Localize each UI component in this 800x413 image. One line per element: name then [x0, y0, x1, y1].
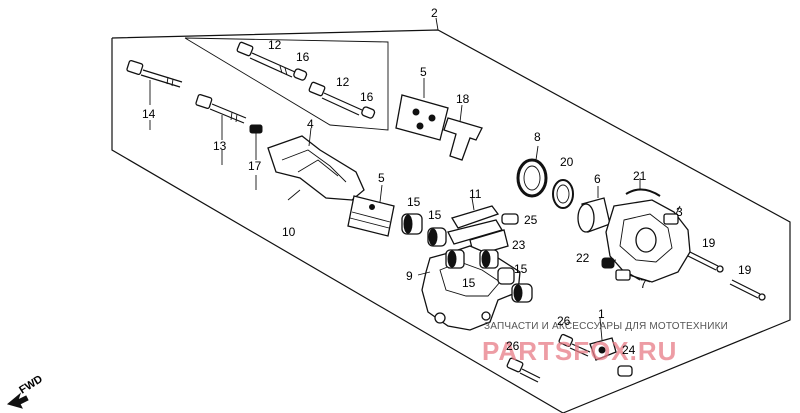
callout-19-upper: 19 [702, 236, 716, 250]
callout-23: 23 [512, 238, 526, 252]
callout-26-lower: 26 [506, 339, 520, 353]
callout-numbers: 2 12 16 12 16 14 13 17 4 10 5 18 5 15 15… [142, 6, 752, 357]
shim-11 [447, 197, 503, 245]
callout-16-upper: 16 [296, 50, 310, 64]
callout-4: 4 [307, 117, 314, 131]
callout-17: 17 [248, 159, 262, 173]
bolt-26-lower [506, 357, 541, 383]
fwd-label: FWD [17, 373, 45, 396]
pad-5-upper [395, 78, 449, 141]
callout-12-lower: 12 [336, 75, 350, 89]
bolt-26-upper [558, 333, 591, 357]
pin-19-upper [687, 251, 724, 273]
shim-18 [443, 104, 483, 161]
watermark-brand: PARTSFOX.RU [482, 336, 677, 366]
callout-5-lower: 5 [378, 171, 385, 185]
bolt-12-lower [308, 81, 363, 116]
callout-12-upper: 12 [268, 38, 282, 52]
callout-11: 11 [469, 187, 482, 201]
piston-seal-8 [516, 145, 548, 198]
callout-10: 10 [282, 225, 296, 239]
callout-22: 22 [576, 251, 590, 265]
callout-13: 13 [213, 139, 227, 153]
fwd-indicator: FWD [6, 373, 45, 409]
callout-9: 9 [406, 269, 413, 283]
callout-21: 21 [633, 169, 647, 183]
assembly-outline [111, 17, 791, 413]
callout-2: 2 [431, 6, 438, 20]
callout-19-lower: 19 [738, 263, 752, 277]
callout-15-d: 15 [514, 262, 528, 276]
piston-6 [577, 186, 611, 233]
pin-25 [501, 213, 519, 225]
callout-3: 3 [676, 205, 683, 219]
boot-15-b [427, 227, 447, 247]
leader-lines [149, 120, 651, 283]
callout-8: 8 [534, 130, 541, 144]
pin-16-upper [293, 68, 308, 81]
pin-19-lower [729, 279, 766, 301]
bolt-14 [126, 59, 183, 105]
callout-18: 18 [456, 92, 470, 106]
dust-seal-20 [552, 179, 574, 209]
callout-14: 14 [142, 107, 156, 121]
callout-16-lower: 16 [360, 90, 374, 104]
bolt-13 [195, 93, 247, 140]
callout-5-upper: 5 [420, 65, 427, 79]
callout-15-c: 15 [462, 276, 476, 290]
bolt-12-upper [236, 41, 296, 78]
fwd-arrow-icon [6, 392, 29, 409]
boot-15-d [511, 283, 533, 303]
watermark: ЗАПЧАСТИ И АКСЕССУАРЫ ДЛЯ МОТОТЕХНИКИ PA… [482, 321, 728, 366]
caliper-bracket-9 [421, 245, 521, 331]
pad-spring-4 [267, 127, 365, 201]
callout-7: 7 [640, 277, 647, 291]
callout-24: 24 [622, 343, 636, 357]
pin-16-lower [361, 106, 376, 119]
spring-17 [249, 124, 263, 160]
nut-24 [617, 365, 633, 377]
callout-26-upper: 26 [557, 314, 571, 328]
callout-6: 6 [594, 172, 601, 186]
callout-20: 20 [560, 155, 574, 169]
callout-15-a: 15 [407, 195, 421, 209]
bracket-1 [589, 317, 617, 361]
pad-5-lower [347, 184, 395, 237]
callout-15-b: 15 [428, 208, 442, 222]
bleeder-cap-22 [601, 257, 615, 269]
clip-21 [625, 178, 661, 197]
callout-1: 1 [598, 307, 605, 321]
callout-25: 25 [524, 213, 538, 227]
watermark-caption: ЗАПЧАСТИ И АКСЕССУАРЫ ДЛЯ МОТОТЕХНИКИ [484, 321, 728, 332]
boot-15-a [401, 213, 423, 235]
caliper-body-3 [605, 199, 691, 283]
